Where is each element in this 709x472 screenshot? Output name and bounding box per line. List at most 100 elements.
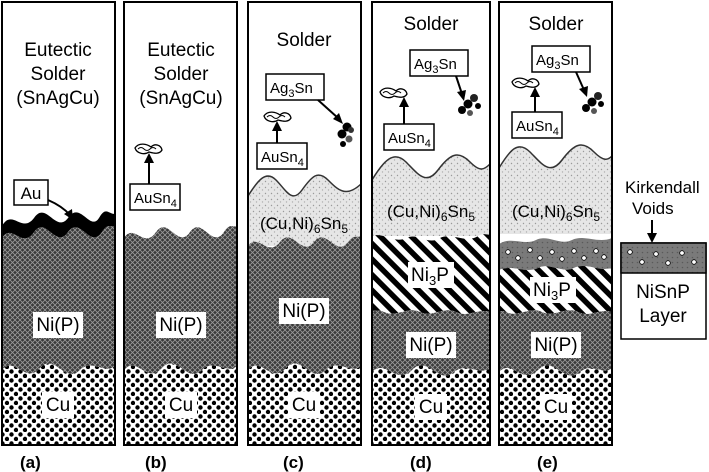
cu-label-c: Cu [292, 395, 316, 416]
nip-label-c: Ni(P) [282, 301, 325, 322]
panel-frame-e [498, 1, 613, 446]
ag3sn-box-e [531, 45, 591, 73]
ag3sn-particle-d [458, 94, 481, 116]
cu-label-bg-a [42, 392, 74, 418]
ni3p-label-e: Ni3P [533, 280, 571, 303]
nip-label-bg-d [406, 332, 456, 358]
ausn4-particle-c [263, 111, 292, 123]
solder-line-1-b: Eutectic [147, 40, 215, 61]
cu-label-bg-e [540, 394, 572, 420]
ag3sn-label-e: Ag3Sn [536, 52, 579, 72]
ausn4-particle-c-waves [266, 115, 286, 119]
ag3sn-label-c: Ag3Sn [270, 80, 313, 100]
panel-label-a: (a) [20, 453, 41, 472]
solder-label-e: Solder [529, 14, 585, 35]
nip-label-bg-a [33, 312, 83, 338]
imc-region-e [499, 145, 612, 234]
imc-wave-line-c [248, 174, 361, 197]
ag3sn-arrowhead-e [579, 86, 588, 97]
ag3sn-arrowhead-d [457, 90, 466, 101]
ag3sn-box-d [409, 49, 469, 77]
ag3sn-arrow-d [455, 75, 463, 95]
ag3sn-arrow-e [575, 71, 585, 91]
ag3sn-particle-e [582, 92, 604, 114]
nip-label-bg-b [156, 312, 206, 338]
panel-frame-c [247, 1, 362, 446]
ausn4-arrowhead-b [144, 153, 154, 163]
legend-nisnp-swatch [620, 242, 707, 274]
ni3p-label-bg-e [530, 277, 576, 303]
ausn4-particle-d [379, 87, 408, 99]
imc-label-c: (Cu,Ni)6Sn5 [260, 214, 348, 236]
cu-label-a: Cu [46, 395, 70, 416]
nip-label-a: Ni(P) [36, 315, 79, 336]
panel-label-d: (d) [410, 453, 432, 472]
ag3sn-label-d: Ag3Sn [414, 56, 457, 76]
ausn4-label-c: AuSn4 [261, 149, 304, 169]
ausn4-particle-e [511, 77, 540, 89]
ag3sn-particle-c [337, 122, 354, 147]
nisnp-label-1: NiSnP [636, 282, 690, 303]
ausn4-label-e: AuSn4 [516, 118, 559, 138]
nip-region-b [124, 226, 237, 375]
ni3p-label-d: Ni3P [411, 265, 449, 288]
ag3sn-arrow-c [317, 99, 339, 119]
kirkendall-arrowhead [647, 233, 657, 243]
ausn4-label-d: AuSn4 [388, 130, 431, 150]
imc-region-d [372, 155, 490, 236]
ausn4-particle-d-waves [382, 91, 402, 95]
cu-label-bg-d [415, 394, 447, 420]
solder-line-3-b: (SnAgCu) [139, 88, 222, 109]
au-arrowhead-a [64, 209, 73, 220]
cu-label-bg-c [288, 392, 320, 418]
ausn4-particle-e-waves [514, 81, 534, 85]
panel-c [248, 174, 361, 445]
panel-frame-b [123, 1, 238, 446]
imc-region-c [248, 175, 361, 246]
nip-label-b: Ni(P) [159, 315, 202, 336]
cu-label-d: Cu [419, 397, 443, 418]
solder-label-d: Solder [404, 14, 460, 35]
kirkendall-label-1: Kirkendall [625, 178, 700, 197]
ni3p-label-bg-d [408, 262, 454, 288]
nip-label-bg-e [531, 332, 581, 358]
nip-label-d: Ni(P) [409, 335, 452, 356]
imc-label-d: (Cu,Ni)6Sn5 [387, 202, 475, 224]
nisnp-region-e [499, 238, 612, 270]
ausn4-box-c [256, 142, 308, 170]
panel-label-b: (b) [145, 453, 167, 472]
ausn4-box-d [383, 123, 435, 151]
ausn4-arrowhead-d [399, 97, 409, 107]
kirkendall-voids-e [505, 247, 607, 262]
cu-label-e: Cu [544, 397, 568, 418]
panel-frame-a [1, 1, 116, 446]
ausn4-box-e [511, 111, 563, 139]
ausn4-particle-b [134, 143, 163, 155]
legend-voids [627, 249, 697, 266]
au-layer-a [2, 211, 115, 239]
cu-label-bg-b [165, 392, 197, 418]
panel-frame-d [371, 1, 491, 446]
panel-label-e: (e) [537, 453, 558, 472]
ausn4-arrowhead-c [272, 121, 282, 131]
imc-wave-line-e [499, 144, 612, 169]
imc-wave-line-d [372, 154, 490, 181]
nisnp-label-2: Layer [639, 306, 687, 327]
solder-line-1-a: Eutectic [24, 40, 92, 61]
ag3sn-box-c [265, 73, 325, 101]
imc-label-e: (Cu,Ni)6Sn5 [512, 202, 600, 224]
solder-line-2-a: Solder [31, 64, 87, 85]
au-label-a: Au [21, 184, 42, 203]
solder-line-3-a: (SnAgCu) [16, 88, 99, 109]
nip-label-e: Ni(P) [534, 335, 577, 356]
solder-label-c: Solder [277, 30, 333, 51]
kirkendall-label-2: Voids [632, 199, 674, 218]
ausn4-label-b: AuSn4 [134, 190, 177, 210]
solder-line-2-b: Solder [154, 64, 210, 85]
cu-label-b: Cu [169, 395, 193, 416]
ausn4-box-b [129, 183, 181, 211]
ausn4-arrowhead-e [530, 87, 540, 97]
nip-region-a [2, 226, 115, 375]
nip-label-bg-c [279, 298, 329, 324]
